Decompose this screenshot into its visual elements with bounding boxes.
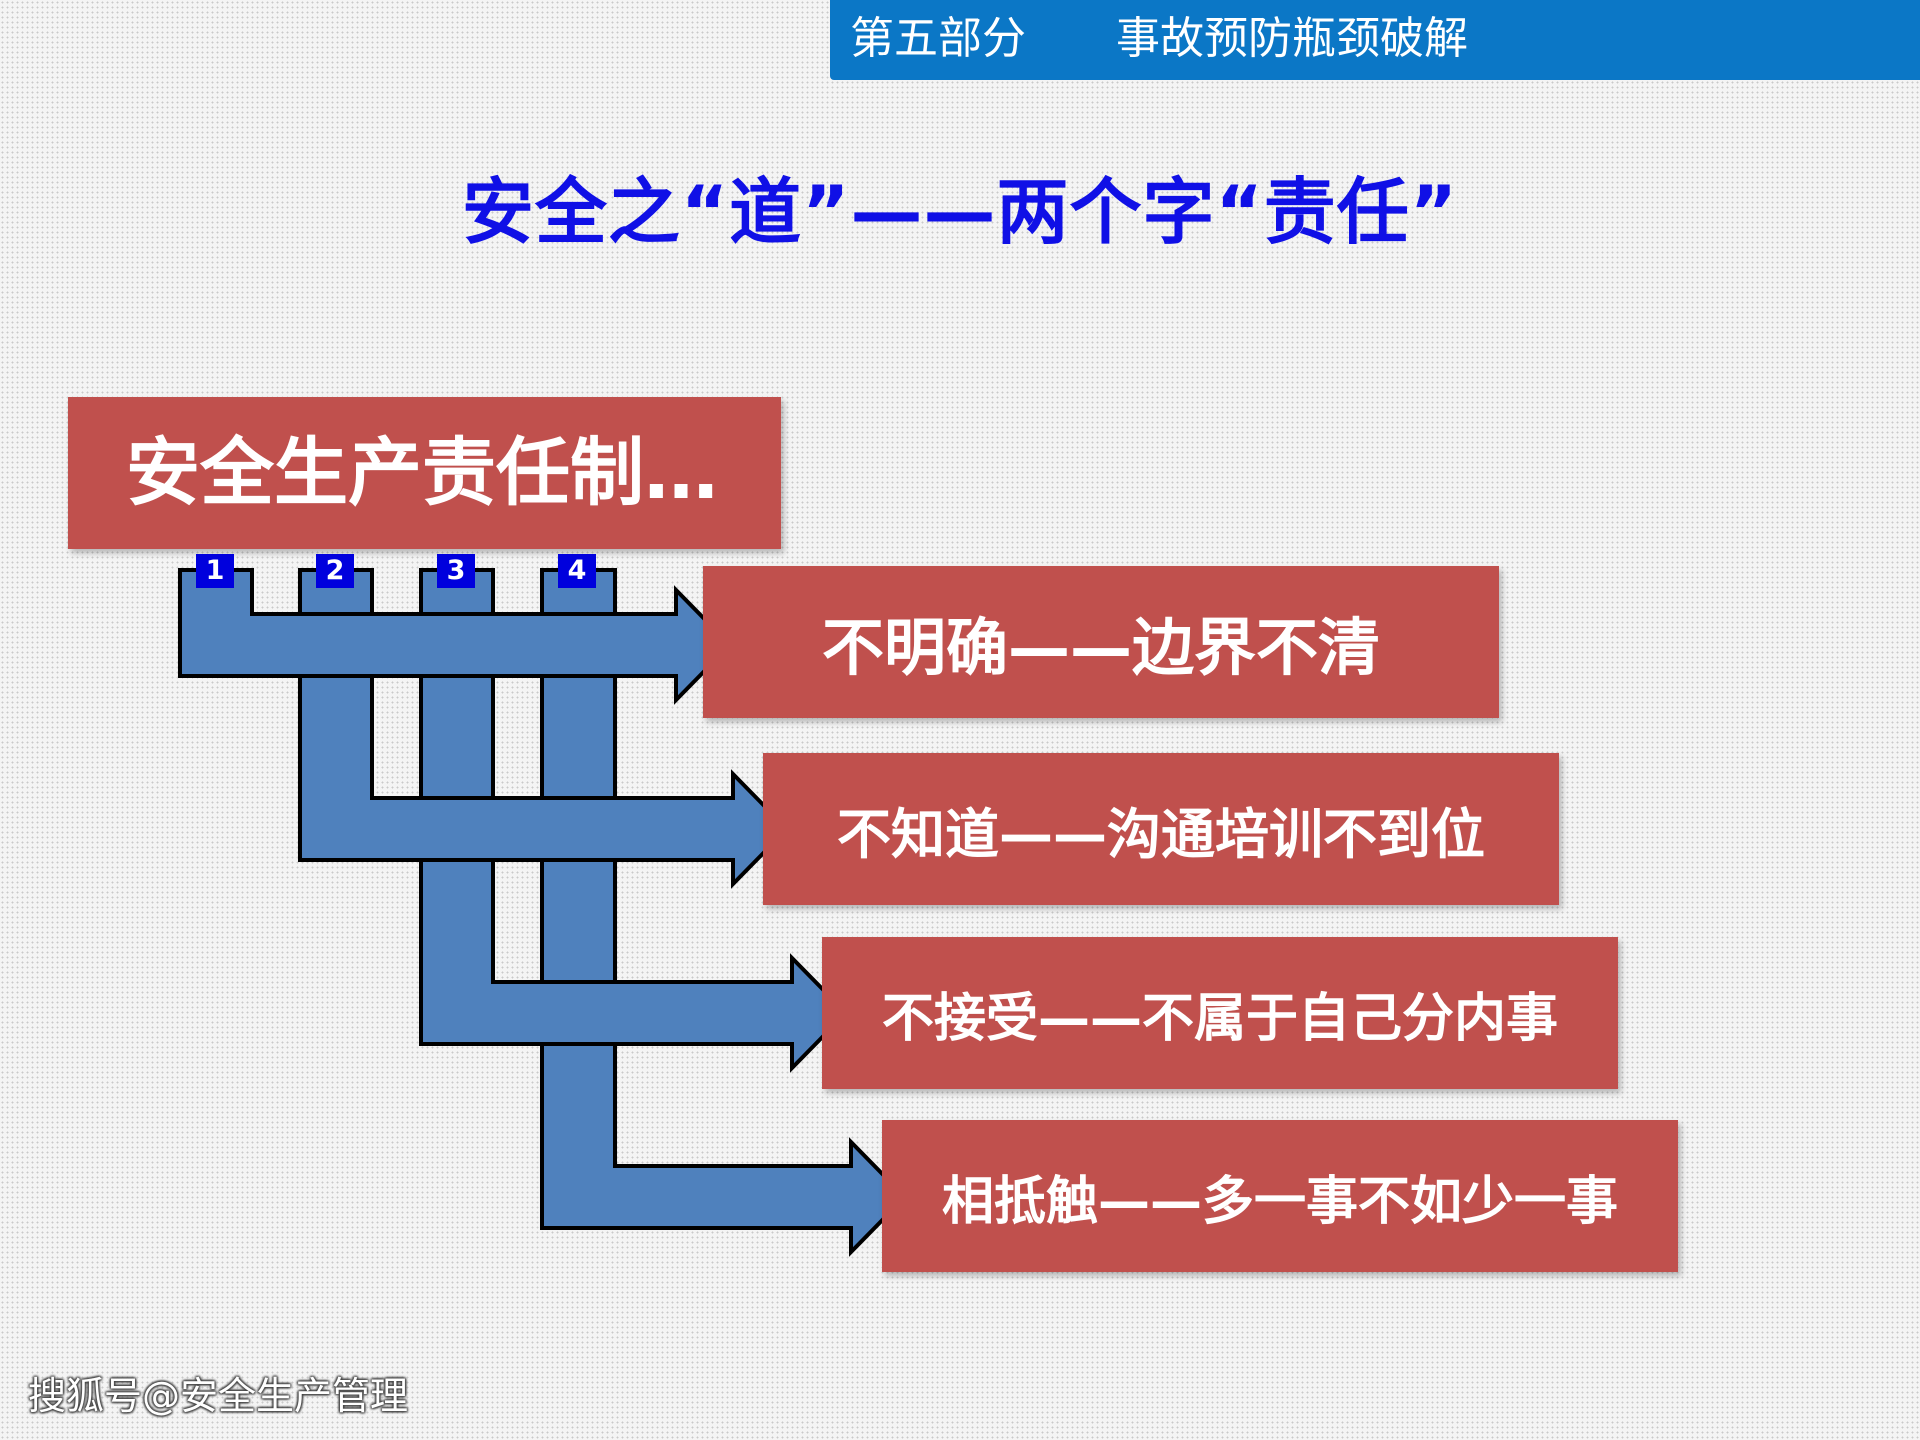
branch-box-2: 不知道——沟通培训不到位: [763, 753, 1559, 905]
branch-box-4: 相抵触——多一事不如少一事: [882, 1120, 1678, 1272]
root-concept-label: 安全生产责任制…: [126, 430, 718, 516]
slide-title: 安全之“道”——两个字“责任”: [461, 170, 1459, 254]
branch-arrow-2: [298, 568, 790, 889]
branch-label-4: 相抵触——多一事不如少一事: [941, 1171, 1618, 1232]
branch-number-badge-1: 1: [196, 554, 234, 588]
branch-number-badge-2: 2: [316, 554, 354, 588]
branch-number-badge-4: 4: [558, 554, 596, 588]
branch-box-1: 不明确——边界不清: [703, 566, 1499, 718]
branch-label-1: 不明确——边界不清: [821, 611, 1380, 684]
branch-label-2: 不知道——沟通培训不到位: [837, 802, 1485, 866]
watermark-text: 搜狐号@安全生产管理: [28, 1374, 409, 1418]
branch-box-3: 不接受——不属于自己分内事: [822, 937, 1618, 1089]
section-header-bar: 第五部分 事故预防瓶颈破解: [830, 0, 1920, 80]
branch-label-3: 不接受——不属于自己分内事: [881, 988, 1558, 1049]
branch-number-badge-3: 3: [437, 554, 475, 588]
root-concept-box: 安全生产责任制…: [68, 397, 781, 549]
section-topic-label: 事故预防瓶颈破解: [1116, 13, 1468, 64]
section-part-label: 第五部分: [850, 13, 1026, 64]
